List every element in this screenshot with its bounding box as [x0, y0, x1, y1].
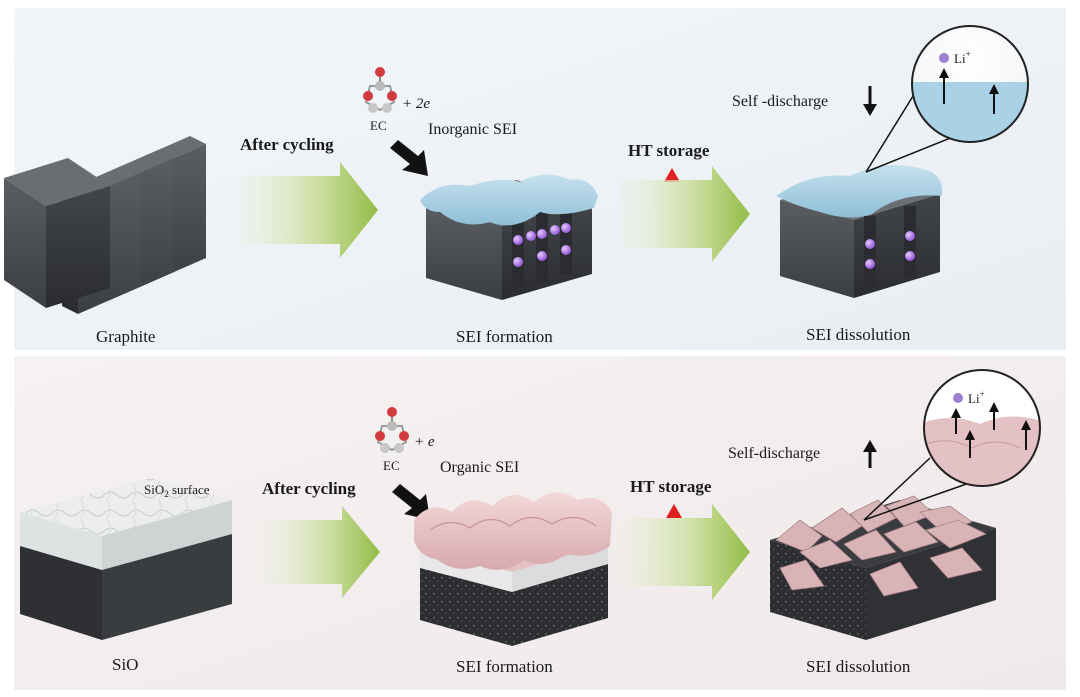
ec-molecule-icon [363, 67, 397, 113]
after-cycling-label: After cycling [240, 135, 334, 154]
sei-dissolution-label-top: SEI dissolution [806, 325, 911, 344]
self-discharge-label-top: Self -discharge [732, 93, 828, 110]
heat-triangle-icon [664, 168, 680, 182]
li-ion-label-bottom: Li+ [968, 389, 985, 406]
heat-triangle-icon-bottom [666, 504, 682, 518]
sei-formation-label-bottom: SEI formation [456, 657, 553, 676]
sei-dissolution-block-bottom [770, 495, 996, 640]
inorganic-sei-layer [420, 174, 598, 226]
ht-storage-label-bottom: HT storage [630, 477, 712, 496]
black-arrow-icon-bottom [392, 484, 430, 520]
sei-type-label-bottom: Organic SEI [440, 459, 519, 476]
after-cycling-label-bottom: After cycling [262, 479, 356, 498]
zoom-circle-top [911, 25, 1029, 143]
ht-storage-arrow-top [620, 166, 750, 262]
graphite-sheets [4, 136, 206, 314]
sio2-surface-label: SiO2 surface [144, 482, 210, 499]
sei-dissolution-label-bottom: SEI dissolution [806, 657, 911, 676]
ht-storage-arrow-bottom [622, 504, 750, 600]
after-cycling-arrow [238, 162, 378, 258]
li-ion-label-top: Li+ [954, 49, 971, 66]
ec-label: EC [370, 118, 387, 133]
zoom-circle-bottom [923, 369, 1041, 487]
electron-label: + 2e [402, 96, 430, 112]
inorganic-sei-thinned [776, 164, 943, 218]
up-arrow-icon [863, 440, 877, 468]
sei-formation-block-top [420, 174, 598, 300]
self-discharge-label-bottom: Self-discharge [728, 445, 820, 462]
lithium-ions-top [512, 205, 572, 288]
zoom-line-bottom [863, 457, 931, 521]
black-arrow-icon [390, 140, 428, 176]
ht-storage-label-top: HT storage [628, 141, 710, 160]
sei-dissolution-block-top [776, 164, 943, 298]
ec-label-bottom: EC [383, 458, 400, 473]
ec-molecule-icon-bottom [375, 407, 409, 453]
sei-formation-block-bottom [414, 492, 612, 646]
down-arrow-icon [863, 86, 877, 116]
sio-label: SiO [112, 655, 138, 674]
sei-type-label: Inorganic SEI [428, 121, 517, 138]
sei-formation-label-top: SEI formation [456, 327, 553, 346]
lithium-ion-icon [939, 53, 949, 63]
after-cycling-arrow-bottom [262, 506, 380, 598]
zoom-line-top [865, 87, 919, 173]
organic-sei-layer [414, 492, 612, 570]
sio-block [20, 478, 232, 640]
lithium-ion-icon-bottom [953, 393, 963, 403]
graphite-label: Graphite [96, 327, 155, 346]
electron-label-bottom: + e [414, 434, 435, 450]
